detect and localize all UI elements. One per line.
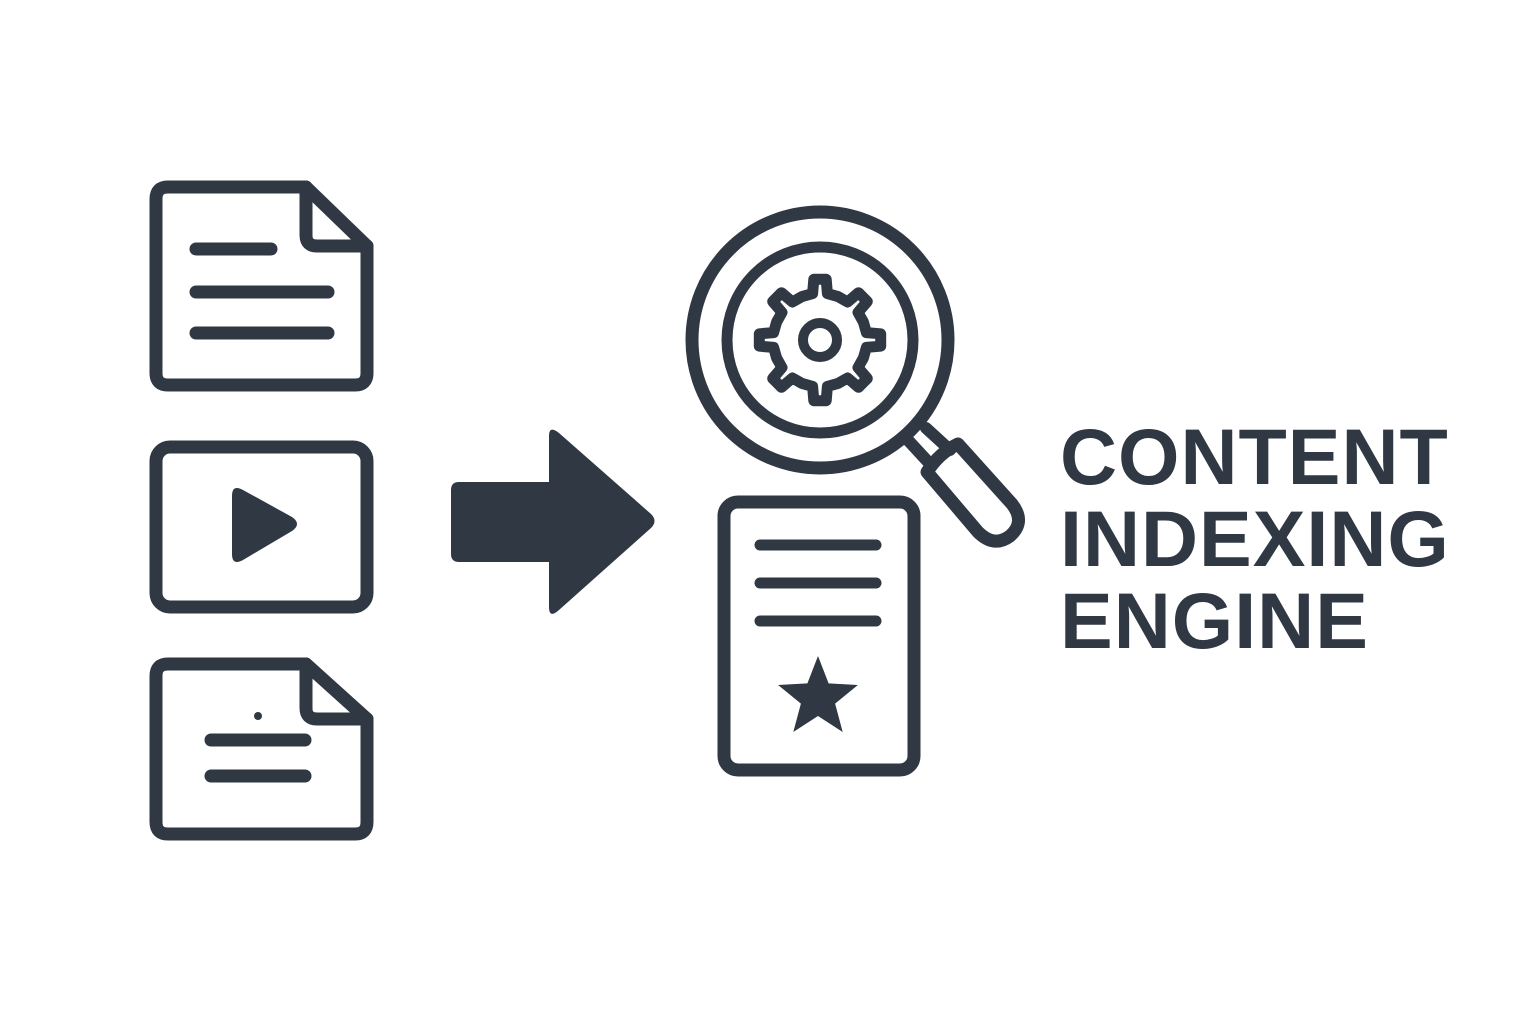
diagram-title: CONTENT INDEXING ENGINE [1060,416,1500,662]
gear-icon [753,273,887,407]
gear-center-icon [798,318,842,362]
title-line-2: INDEXING [1060,494,1450,583]
note-dot-icon [254,712,262,720]
title-line-3: ENGINE [1060,576,1369,665]
indexed-document-icon [717,495,921,777]
title-line-1: CONTENT [1060,412,1449,501]
right-arrow-icon [451,429,655,614]
play-icon [232,488,297,562]
input-sources [149,180,374,841]
note-document-icon [149,657,374,841]
video-icon [149,440,374,614]
text-document-icon [149,180,374,392]
star-icon [778,656,858,732]
magnifier-icon [685,205,1025,548]
